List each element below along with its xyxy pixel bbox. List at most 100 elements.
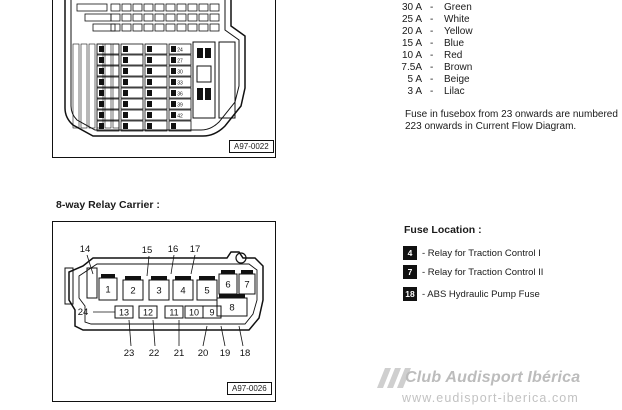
fuse-number: 12: [143, 308, 153, 318]
fuse-slot: [120, 43, 144, 55]
callout-16: 16: [168, 244, 178, 275]
fuse-location-item: 7- Relay for Traction Control II: [403, 265, 543, 279]
callout-14: 14: [80, 244, 94, 275]
figure-reference: A97-0026: [227, 382, 272, 395]
fuse-blade: [99, 57, 104, 63]
fuse-slot: [121, 13, 132, 22]
leader-line: [170, 254, 175, 275]
fuse-number: 42: [177, 114, 183, 120]
relay-tab: [199, 276, 215, 280]
legend-color: Yellow: [444, 26, 473, 37]
fuse-slot: [198, 3, 209, 12]
fuse-slot: [209, 3, 220, 12]
fuse-slot: [165, 3, 176, 12]
relay-pin: [196, 65, 212, 83]
fuse-blade: [147, 123, 152, 129]
callout-label: 14: [80, 244, 91, 255]
fuse-outline: [138, 305, 158, 319]
fuse-slot: [144, 120, 168, 132]
fuse-slot: [144, 43, 168, 55]
fuse-blade: [147, 112, 152, 118]
fuse-slot: [132, 23, 143, 32]
fuse-slot: [143, 3, 154, 12]
leader-line: [238, 325, 244, 347]
legend-color: White: [444, 14, 470, 25]
fuse-slot: [144, 87, 168, 99]
legend-amperage: 15 A: [401, 38, 422, 49]
relay-fuse-11: 11: [164, 305, 184, 319]
callout-22: 22: [149, 319, 159, 359]
location-description: - Relay for Traction Control I: [422, 247, 541, 259]
leader-line: [86, 254, 94, 275]
fuse-slot: [144, 76, 168, 88]
legend-amperage: 20 A: [401, 26, 422, 37]
legend-row: 3 A-Lilac: [400, 86, 520, 98]
relay-number: 1: [105, 285, 110, 296]
location-number-badge: 4: [403, 246, 417, 260]
fuse-blade: [99, 46, 104, 52]
callout-label: 17: [190, 244, 201, 255]
fuse-blade: [123, 79, 128, 85]
legend-color: Blue: [444, 38, 465, 49]
legend-separator: -: [430, 74, 434, 85]
relay-tab: [221, 270, 235, 274]
fuse-number: 30: [177, 70, 183, 76]
legend-color: Green: [444, 2, 472, 13]
mounting-hole: [235, 252, 247, 264]
fuse-blade: [99, 101, 104, 107]
callout-label: 15: [142, 245, 153, 256]
fuse-blade: [123, 46, 128, 52]
fuse-number: 24: [177, 48, 183, 54]
relay-tab: [219, 294, 245, 298]
fuse-number: 36: [177, 92, 183, 98]
fuse-slot: [143, 23, 154, 32]
relay-pin: [205, 48, 211, 58]
fuse-number: 33: [177, 81, 183, 87]
figure-reference: A97-0022: [229, 140, 274, 153]
callout-15: 15: [142, 245, 153, 277]
leader-line: [128, 319, 132, 347]
fuse-slot: [120, 120, 144, 132]
relay-3: 3: [148, 276, 170, 301]
fuse-slot: [168, 109, 192, 121]
fuse-blade: [171, 46, 176, 52]
relay-number: 7: [244, 280, 249, 291]
fuse-slot: [76, 3, 108, 12]
fuse-blade: [123, 112, 128, 118]
relay-4: 4: [172, 276, 194, 301]
fuse-slot: [168, 120, 192, 132]
fuse-slot: [154, 13, 165, 22]
fuse-slot: [92, 23, 116, 32]
fuse-blade: [171, 123, 176, 129]
fuse-column: [72, 43, 80, 129]
fuse-column: [88, 43, 96, 129]
fuse-blade: [123, 123, 128, 129]
leader-line: [220, 325, 226, 347]
fuse-blade: [171, 112, 176, 118]
callout-label: 21: [174, 348, 185, 359]
fuse-blade: [147, 57, 152, 63]
relay-7: 7: [238, 270, 256, 295]
legend-separator: -: [430, 38, 434, 49]
callout-label: 19: [220, 348, 231, 359]
fuse-slot: [165, 13, 176, 22]
fuse-slot: [187, 23, 198, 32]
legend-separator: -: [430, 26, 434, 37]
fuse-column: [80, 43, 88, 129]
fuse-slot: [132, 3, 143, 12]
fuse-slot: [110, 3, 121, 12]
fuse-slot: [110, 13, 121, 22]
legend-amperage: 3 A: [407, 86, 422, 97]
legend-color: Lilac: [444, 86, 465, 97]
relay-tab: [151, 276, 167, 280]
leader-line: [152, 319, 156, 347]
fuse-blade: [171, 101, 176, 107]
leader-line: [202, 325, 208, 347]
relay-number: 5: [204, 286, 209, 297]
fuse-slot: [120, 109, 144, 121]
fuse-slot: [198, 13, 209, 22]
fuse-slot: [209, 23, 220, 32]
fuse-slot: [110, 23, 121, 32]
fuse-outline: [202, 305, 222, 319]
relay-5: 5: [196, 276, 218, 301]
